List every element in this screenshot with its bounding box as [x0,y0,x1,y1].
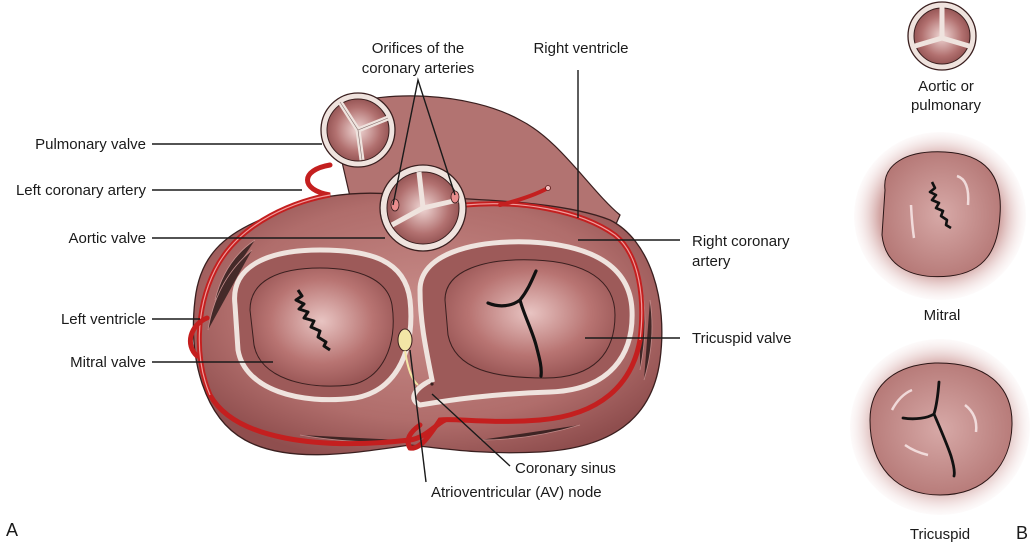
panel-b: Aortic or pulmonary Mitral Tricuspid B [850,1,1030,543]
label-left-coronary-artery: Left coronary artery [16,182,147,199]
label-mitral: Mitral [924,307,961,324]
mitral-icon-closure-line [928,181,952,230]
aortic-valve-shape [379,164,467,252]
left-coronary-orifice [390,198,400,212]
tricuspid-valve-shape [411,239,635,408]
label-tricuspid: Tricuspid [910,526,970,543]
label-coronary-sinus: Coronary sinus [515,460,616,477]
semilunar-valve-icon [907,1,977,71]
left-marginal-branch [187,315,210,359]
right-coronary-orifice [450,190,460,204]
tricuspid-valve-icon [850,339,1030,515]
mitral-valve-icon [854,132,1026,300]
label-av-node: Atrioventricular (AV) node [431,484,602,501]
label-right-ventricle: Right ventricle [533,40,628,57]
tricuspid-icon-closure-line [901,380,956,478]
label-pulmonary: pulmonary [911,97,982,114]
tricuspid-closure-line [486,269,543,378]
leader-lines [152,70,680,483]
label-aortic-valve: Aortic valve [68,230,146,247]
label-tricuspid-valve: Tricuspid valve [692,330,791,347]
mitral-valve-shape [232,247,414,403]
panel-a-letter: A [6,520,18,540]
panel-b-letter: B [1016,523,1028,543]
label-pulmonary-valve: Pulmonary valve [35,136,146,153]
label-right-coronary-artery-line2: artery [692,253,731,270]
right-ventricle-branch [498,186,550,207]
panel-a-labels: Orifices of the coronary arteries Right … [6,40,791,540]
label-left-ventricle: Left ventricle [61,311,146,328]
label-orifices-line1: Orifices of the [372,40,465,57]
label-orifices-line2: coronary arteries [362,60,475,77]
label-right-coronary-artery-line1: Right coronary [692,233,790,250]
mitral-closure-line [294,289,331,352]
label-aortic-or: Aortic or [918,78,974,95]
coronary-sinus-opening [430,382,434,386]
pulmonary-valve-shape [320,92,396,168]
muscle-striations [207,239,653,443]
av-node-shape [397,328,413,352]
label-mitral-valve: Mitral valve [70,354,146,371]
heart-illustration [187,92,663,456]
